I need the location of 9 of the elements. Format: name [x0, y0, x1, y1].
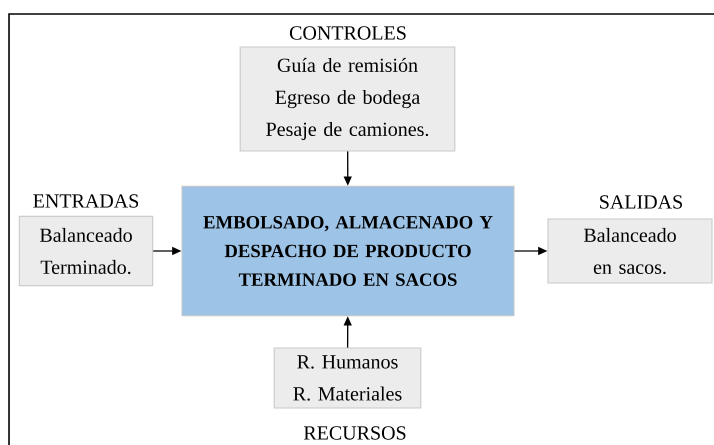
- info-box: Balanceado en sacos.: [547, 218, 713, 284]
- info-box: Guía de remisión Egreso de bodega Pesaje de camiones.: [240, 46, 456, 152]
- heading: CONTROLES: [290, 26, 406, 40]
- info-box: Balanceado Terminado.: [18, 216, 154, 286]
- heading: RECURSOS: [304, 426, 406, 440]
- process-box: EMBOLSADO, ALMACENADO Y DESPACHO DE PRODUCTO TERMINADO EN SACOS: [181, 186, 515, 316]
- info-box: R. Humanos R. Materiales: [274, 347, 422, 409]
- heading: SALIDAS: [600, 195, 682, 209]
- heading: ENTRADAS: [33, 194, 138, 208]
